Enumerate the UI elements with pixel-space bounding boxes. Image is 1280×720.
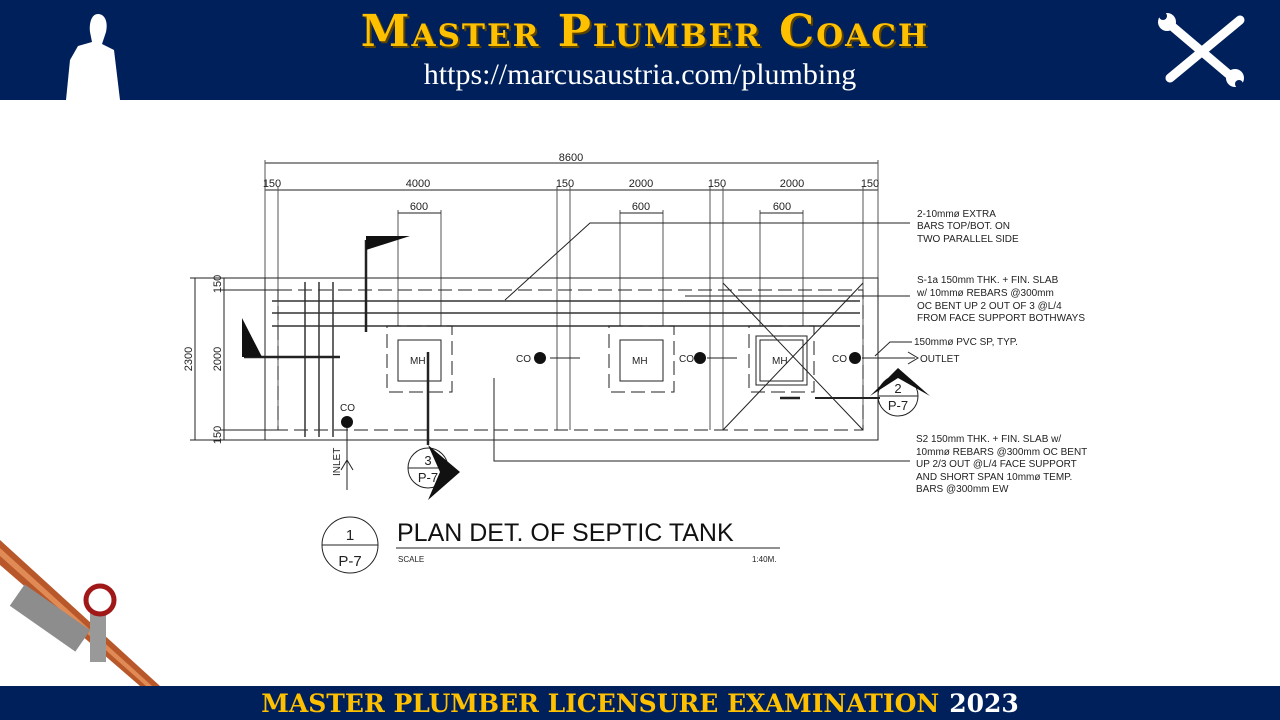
detail-number: 1 bbox=[346, 527, 354, 544]
header-banner: Master Plumber Coach https://marcusaustr… bbox=[0, 0, 1280, 100]
note-line: FROM FACE SUPPORT BOTHWAYS bbox=[917, 313, 1085, 324]
co-label: CO bbox=[679, 354, 694, 365]
dim-mh: 600 bbox=[410, 201, 428, 213]
note-line: OC BENT UP 2 OUT OF 3 @L/4 bbox=[917, 301, 1062, 312]
dim-seg: 150 bbox=[708, 178, 726, 190]
mh-label: MH bbox=[772, 356, 788, 367]
wrench-screwdriver-icon bbox=[1158, 12, 1245, 87]
site-title: Master Plumber Coach bbox=[360, 6, 930, 57]
plumber-silhouette-icon bbox=[66, 14, 120, 100]
drawing-title: PLAN DET. OF SEPTIC TANK bbox=[397, 519, 734, 547]
mh-label: MH bbox=[632, 356, 648, 367]
inlet-label: INLET bbox=[332, 448, 343, 476]
dim-mh: 600 bbox=[632, 201, 650, 213]
section-marker-sheet: P-7 bbox=[888, 398, 908, 413]
note-line: BARS @300mm EW bbox=[916, 484, 1009, 495]
dim-seg: 150 bbox=[556, 178, 574, 190]
co-label: CO bbox=[340, 403, 355, 414]
note-line: BARS TOP/BOT. ON bbox=[917, 221, 1010, 232]
co-label: CO bbox=[516, 354, 531, 365]
dim-left-overall: 2300 bbox=[183, 347, 195, 371]
section-marker-num: 2 bbox=[894, 381, 901, 396]
section-marker-sheet: P-7 bbox=[418, 470, 438, 485]
footer-year: 2023 bbox=[949, 688, 1019, 718]
scale-label: SCALE bbox=[398, 555, 424, 564]
note-line: UP 2/3 OUT @L/4 FACE SUPPORT bbox=[916, 459, 1077, 470]
co-label: CO bbox=[832, 354, 847, 365]
dim-seg: 150 bbox=[861, 178, 879, 190]
note-line: S2 150mm THK. + FIN. SLAB w/ bbox=[916, 434, 1061, 445]
scale-value: 1:40M. bbox=[752, 555, 776, 564]
pipe-valve-image bbox=[0, 540, 160, 686]
site-url[interactable]: https://marcusaustria.com/plumbing bbox=[423, 58, 857, 91]
septic-tank-plan-drawing: 8600 150 4000 150 2000 150 2000 150 600 … bbox=[0, 152, 1087, 686]
note-line: S-1a 150mm THK. + FIN. SLAB bbox=[917, 275, 1059, 286]
note-line: 10mmø REBARS @300mm OC BENT bbox=[916, 447, 1087, 458]
dim-left-seg: 150 bbox=[212, 426, 224, 444]
dim-seg: 150 bbox=[263, 178, 281, 190]
note-line: 2-10mmø EXTRA bbox=[917, 209, 996, 220]
footer-banner: MASTER PLUMBER LICENSURE EXAMINATION 202… bbox=[0, 686, 1280, 720]
note-line: AND SHORT SPAN 10mmø TEMP. bbox=[916, 472, 1072, 483]
note-line: TWO PARALLEL SIDE bbox=[917, 234, 1019, 245]
note-line: w/ 10mmø REBARS @300mm bbox=[916, 288, 1054, 299]
dim-seg: 2000 bbox=[780, 178, 804, 190]
dim-seg: 2000 bbox=[629, 178, 653, 190]
section-marker-num: 3 bbox=[424, 453, 431, 468]
mh-label: MH bbox=[410, 356, 426, 367]
detail-sheet: P-7 bbox=[338, 553, 361, 570]
dim-mh: 600 bbox=[773, 201, 791, 213]
dim-left-seg: 2000 bbox=[212, 347, 224, 371]
dim-overall: 8600 bbox=[559, 152, 583, 164]
note-line: 150mmø PVC SP, TYP. bbox=[914, 337, 1018, 348]
dim-seg: 4000 bbox=[406, 178, 430, 190]
dim-left-seg: 150 bbox=[212, 275, 224, 293]
outlet-label: OUTLET bbox=[920, 354, 959, 365]
footer-text: MASTER PLUMBER LICENSURE EXAMINATION bbox=[261, 688, 940, 718]
